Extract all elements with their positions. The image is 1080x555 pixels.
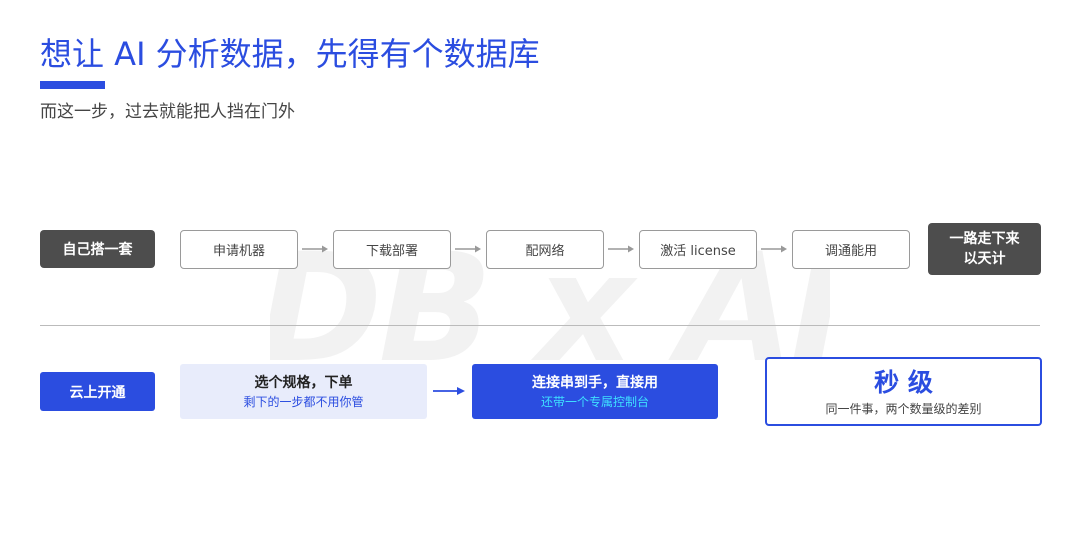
arrow-right-icon [433, 387, 465, 395]
cloud-step-connect-sub: 还带一个专属控制台 [540, 394, 649, 409]
section-divider [40, 325, 1040, 326]
step-make-usable: 调通能用 [792, 230, 910, 269]
cloud-result-sub: 同一件事，两个数量级的差别 [825, 401, 982, 416]
arrow-right-icon [302, 245, 328, 253]
step-label: 调通能用 [824, 244, 877, 259]
step-config-network: 配网络 [486, 230, 604, 269]
traditional-result: 一路走下来 以天计 [928, 223, 1041, 275]
traditional-result-line1: 一路走下来 [949, 231, 1020, 247]
step-label: 配网络 [525, 244, 565, 259]
step-label: 激活 license [660, 244, 736, 259]
cloud-step-order: 选个规格，下单 剩下的一步都不用你管 [180, 364, 427, 419]
arrow-right-icon [608, 245, 634, 253]
cloud-step-order-sub: 剩下的一步都不用你管 [243, 394, 364, 409]
cloud-step-order-title: 选个规格，下单 [254, 374, 353, 391]
cloud-step-connect-title: 连接串到手，直接用 [532, 374, 658, 391]
cloud-result-title: 秒 级 [874, 367, 933, 397]
page-subtitle: 而这一步，过去就能把人挡在门外 [40, 102, 295, 122]
traditional-label-text: 自己搭一套 [62, 242, 133, 258]
step-apply-machine: 申请机器 [180, 230, 298, 269]
step-activate-license: 激活 license [639, 230, 757, 269]
step-download-deploy: 下载部署 [333, 230, 451, 269]
page-title: 想让 AI 分析数据，先得有个数据库 [40, 35, 540, 73]
cloud-step-connect: 连接串到手，直接用 还带一个专属控制台 [472, 364, 718, 419]
arrow-right-icon [455, 245, 481, 253]
cloud-label-text: 云上开通 [69, 384, 126, 401]
arrow-right-icon [761, 245, 787, 253]
cloud-label: 云上开通 [40, 372, 155, 411]
traditional-result-line2: 以天计 [963, 251, 1006, 267]
traditional-label: 自己搭一套 [40, 230, 155, 268]
title-underline [40, 81, 105, 89]
step-label: 下载部署 [365, 244, 418, 259]
step-label: 申请机器 [212, 244, 265, 259]
cloud-result: 秒 级 同一件事，两个数量级的差别 [765, 357, 1042, 426]
